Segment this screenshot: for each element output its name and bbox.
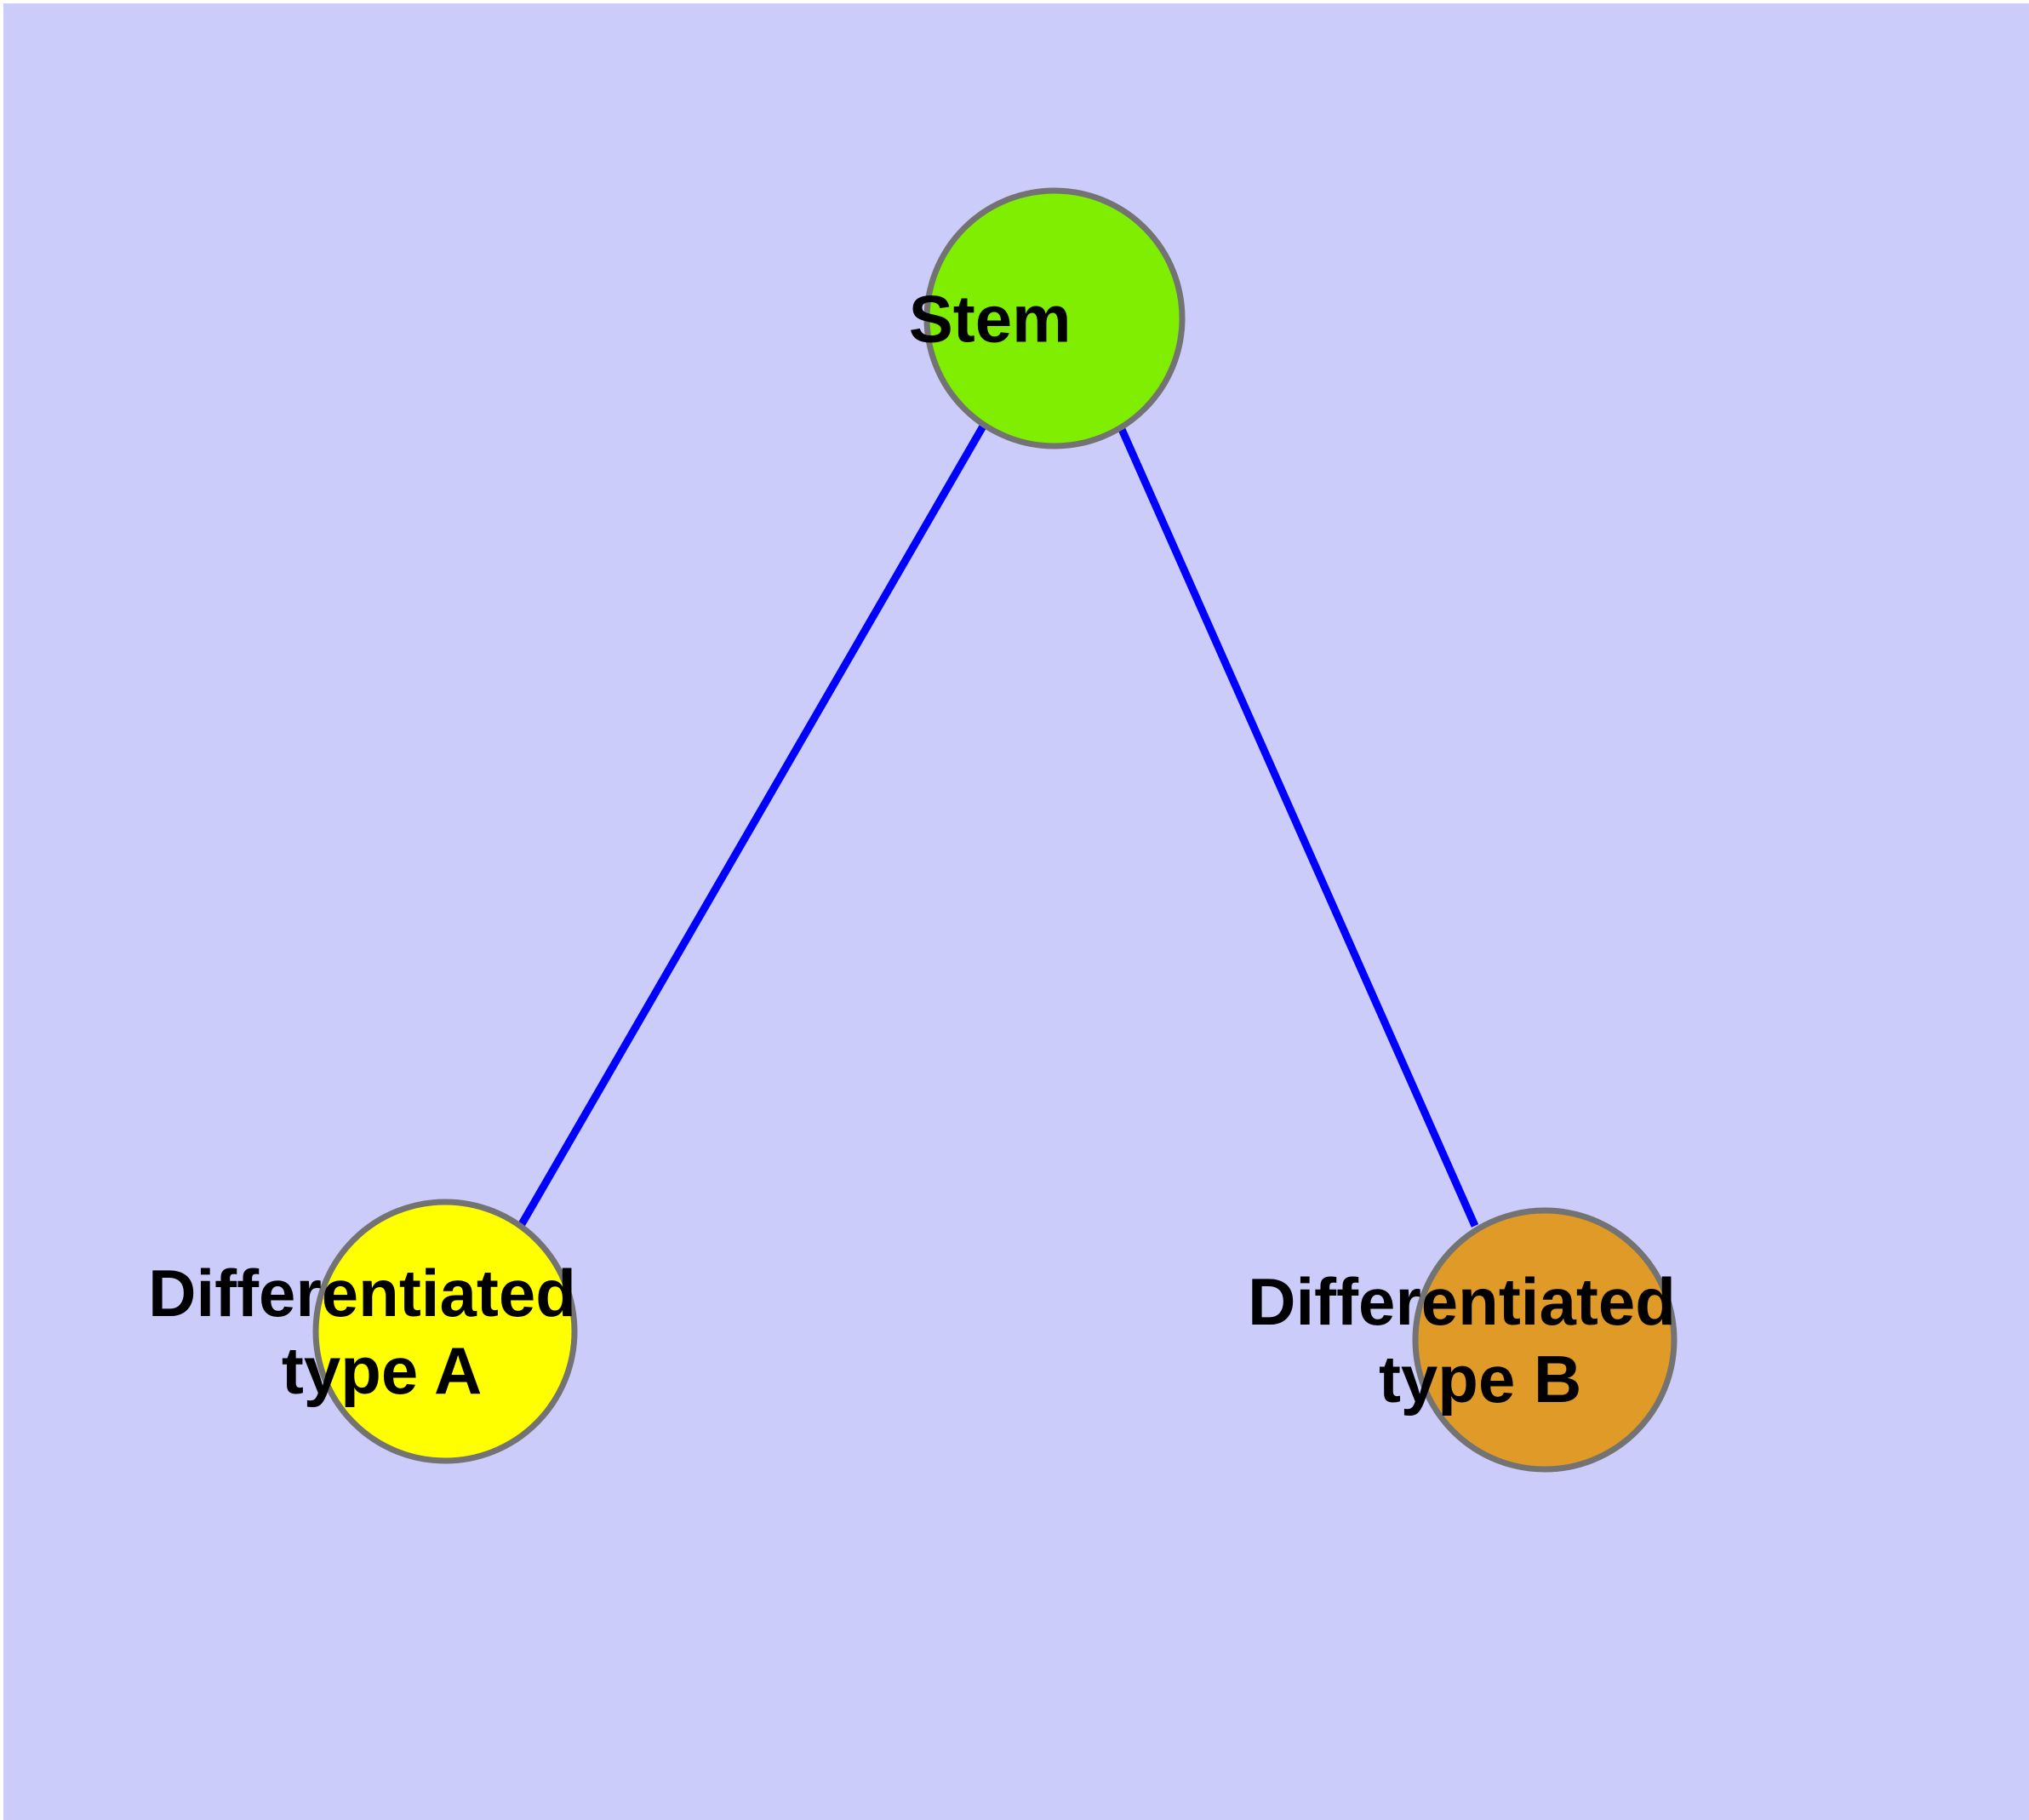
- node-label-diff-a: Differentiated type A: [148, 0, 742, 1408]
- edge-stem-to-diff-a[interactable]: [518, 422, 987, 1227]
- node-label-stem: Stem: [909, 0, 1200, 356]
- node-label-diff-b-line-2: type B: [1379, 1342, 1581, 1417]
- label-layer: Stem Differentiated type A Differentiate…: [148, 0, 1842, 1417]
- node-layer: [312, 187, 1677, 1473]
- node-diff-b[interactable]: [1412, 1207, 1677, 1473]
- node-stem[interactable]: [923, 187, 1186, 449]
- node-diff-a[interactable]: [312, 1199, 578, 1464]
- edge-stem-to-diff-b[interactable]: [1117, 426, 1479, 1228]
- edge-layer: [518, 422, 1479, 1228]
- node-label-diff-b-line-1: Differentiated: [1248, 1263, 1676, 1338]
- node-label-diff-a-line-1: Differentiated: [148, 1255, 576, 1330]
- node-circle-stem[interactable]: [923, 187, 1186, 449]
- node-label-diff-b: Differentiated type B: [1248, 0, 1842, 1417]
- node-circle-diff-a[interactable]: [312, 1199, 578, 1464]
- node-label-diff-a-line-2: type A: [282, 1333, 481, 1408]
- node-label-stem-line-1: Stem: [909, 281, 1072, 356]
- node-circle-diff-b[interactable]: [1412, 1207, 1677, 1473]
